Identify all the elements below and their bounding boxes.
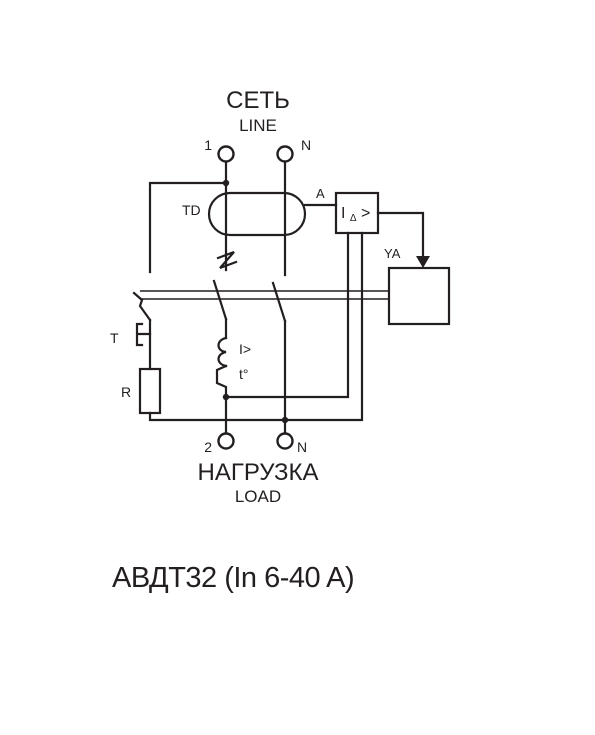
load-label-ru: НАГРУЗКА — [197, 459, 318, 486]
terminal-n-in-label: N — [301, 137, 311, 153]
model-caption: АВДТ32 (In 6-40 A) — [112, 562, 355, 594]
terminal-n-in — [276, 145, 294, 163]
r-label: R — [121, 384, 131, 400]
i-delta-label: I Δ > — [341, 205, 370, 225]
phase-switch-contact — [212, 279, 228, 321]
load-label-en: LOAD — [235, 487, 281, 506]
overcurrent-label: I> — [239, 341, 251, 357]
thermal-release — [215, 364, 228, 446]
phase-break-mark — [216, 250, 238, 270]
ya-trip-coil-box — [387, 266, 451, 326]
neutral-switch-contact — [271, 281, 287, 323]
test-circuit-bottom-wire — [148, 411, 287, 422]
thermal-label: t° — [239, 366, 249, 382]
line-label-ru: СЕТЬ — [226, 87, 290, 114]
terminal-2-label: 2 — [204, 439, 212, 455]
test-button — [135, 322, 152, 347]
td-transformer — [207, 191, 307, 237]
amplifier-feed-wire-1 — [224, 231, 350, 399]
magnetic-release-coil — [217, 336, 228, 368]
terminal-2 — [217, 432, 235, 450]
t-label: T — [110, 330, 119, 346]
terminal-n-out-label: N — [297, 439, 307, 455]
i-delta-sub: Δ — [350, 213, 357, 224]
line-label-en: LINE — [239, 116, 277, 135]
ya-label: YA — [384, 246, 401, 261]
terminal-n-out — [276, 432, 294, 450]
junction-dot — [222, 179, 230, 187]
td-label: TD — [182, 202, 201, 218]
test-switch-contact — [132, 291, 152, 322]
a-label: A — [316, 186, 325, 201]
arrow-head — [416, 256, 430, 268]
amplifier-feed-wire-2 — [283, 231, 364, 422]
amplifier-to-ya-wire — [376, 211, 425, 266]
test-circuit-top-wire — [148, 181, 228, 274]
i-delta-i: I — [341, 205, 345, 222]
i-delta-gt: > — [361, 205, 370, 222]
junction-dot — [222, 393, 230, 401]
terminal-1 — [217, 145, 235, 163]
terminal-1-label: 1 — [204, 137, 212, 153]
resistor — [138, 367, 162, 415]
